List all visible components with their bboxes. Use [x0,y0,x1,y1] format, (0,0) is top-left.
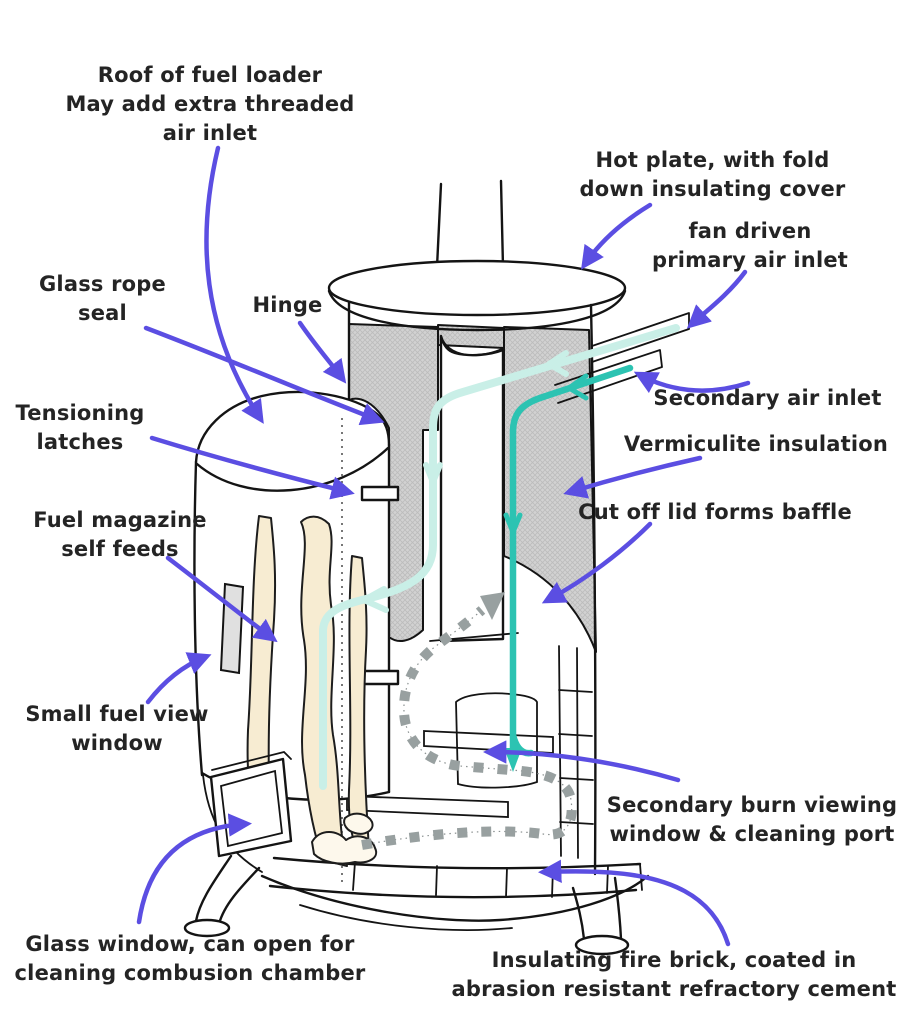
lower-port-bar [346,795,509,818]
small-fuel-view-window [219,582,245,675]
exhaust-flow-path [361,592,577,850]
arrow-vermiculite [563,455,703,499]
arrow-roof-of-fuel-loader [204,145,264,424]
label-secondary-air-inlet: Secondary air inlet [653,386,882,410]
cleaning-port-bar [423,730,554,754]
label-fan-primary-air-inlet: fan driven primary air inlet [651,219,849,272]
label-vermiculite-insulation: Vermiculite insulation [623,432,889,456]
label-hot-plate: Hot plate, with fold down insulating cov… [579,148,846,201]
primary-air-flow [319,324,680,790]
stove-legs [183,854,630,956]
secondary-burn-chamber [455,692,538,789]
chimney-pipe [435,179,505,273]
firebrick-column [558,645,594,859]
arrow-tensioning-latches [149,435,355,500]
label-insulating-fire-brick: Insulating fire brick, coated in abrasio… [451,948,897,1001]
arrow-glass-window [136,813,253,925]
annotation-arrows [136,145,751,947]
inner-flue-pipe [439,334,505,643]
arrow-hot-plate [581,202,653,270]
arrow-glass-rope-seal [143,325,385,426]
label-roof-of-fuel-loader: Roof of fuel loader May add extra thread… [65,63,355,145]
exhaust-arrowhead [480,592,505,620]
hot-plate [327,259,627,332]
arrow-burn-viewing-window [482,740,681,783]
glass-cleaning-window [209,751,293,858]
tensioning-latch-upper [360,485,400,502]
arrow-small-view-window [145,652,212,705]
label-fuel-magazine: Fuel magazine self feeds [33,508,207,561]
label-hinge: Hinge [252,293,323,317]
label-glass-rope-seal: Glass rope seal [39,272,166,325]
label-tensioning-latches: Tensioning latches [15,401,145,454]
label-small-fuel-view-window: Small fuel view window [25,702,209,755]
arrow-insulating-firebrick [537,859,731,947]
arrow-secondary-inlet [633,371,751,394]
left-foot [183,918,231,938]
label-glass-window: Glass window, can open for cleaning comb… [14,932,366,985]
firebrick-base [268,856,643,899]
arrow-cut-off-lid [541,521,653,604]
arrow-hinge [297,320,347,384]
arrow-fan-primary-inlet [686,269,748,329]
label-cut-off-lid-baffle: Cut off lid forms baffle [578,500,852,524]
tensioning-latch-lower [360,669,400,686]
right-foot [574,934,630,956]
label-secondary-burn-window: Secondary burn viewing window & cleaning… [606,793,898,846]
arrow-fuel-magazine [165,555,278,643]
